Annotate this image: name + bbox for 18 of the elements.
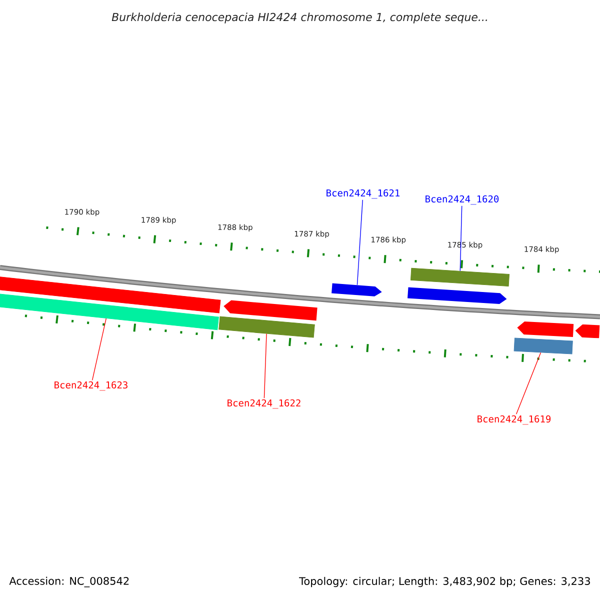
gene-label: Bcen2424_1622	[228, 399, 300, 409]
gene-label: Bcen2424_1619	[478, 415, 551, 425]
gene-bar	[410, 268, 510, 286]
gene-feature	[332, 283, 382, 296]
gene-label: Bcen2424_1621	[326, 189, 400, 199]
genome-info-text: Topology: circular; Length: 3,483,902 bp; Genes: 3,233	[299, 576, 590, 588]
leader-line	[460, 206, 462, 272]
gene-label: Bcen2424_1623	[54, 381, 128, 391]
leader-line	[92, 318, 106, 380]
gene-label: Bcen2424_1620	[426, 195, 499, 205]
title: Burkholderia cenocepacia HI2424 chromosome 1, complete seque...	[112, 12, 487, 24]
leader-line	[356, 200, 363, 286]
accession-text: Accession: NC_008542	[9, 576, 129, 588]
leader-line	[516, 352, 542, 414]
leader-line	[264, 333, 267, 398]
gene-bar	[0, 293, 219, 330]
gene-bar	[218, 316, 315, 338]
gene-bar	[514, 338, 573, 354]
